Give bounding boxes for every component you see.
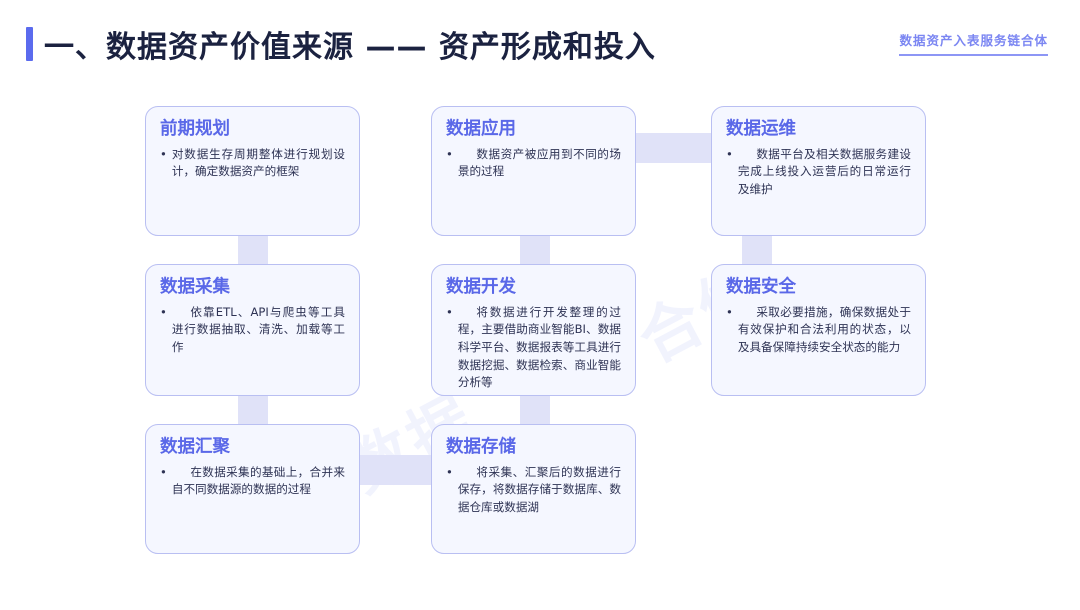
card-data-collection-body: • 依靠ETL、API与爬虫等工具进行数据抽取、清洗、加载等工作: [160, 304, 345, 357]
bullet-icon: •: [726, 304, 733, 319]
brand-tag-label: 数据资产入表服务链合体: [899, 33, 1048, 48]
brand-tag-underline: [899, 54, 1048, 56]
title-accent-bar: [26, 27, 33, 61]
card-data-application[interactable]: 数据应用 • 数据资产被应用到不同的场景的过程: [431, 106, 636, 236]
bullet-icon: •: [726, 146, 733, 161]
card-data-operation-body: • 数据平台及相关数据服务建设完成上线投入运营后的日常运行及维护: [726, 146, 911, 199]
card-data-application-title: 数据应用: [446, 119, 516, 139]
bullet-icon: •: [160, 304, 167, 319]
card-data-storage-body: • 将采集、汇聚后的数据进行保存，将数据存储于数据库、数据仓库或数据湖: [446, 464, 621, 517]
bullet-icon: •: [446, 146, 453, 161]
page-title: 一、数据资产价值来源 —— 资产形成和投入: [44, 30, 656, 65]
card-data-operation-text: 数据平台及相关数据服务建设完成上线投入运营后的日常运行及维护: [737, 146, 911, 197]
bullet-icon: •: [446, 464, 453, 479]
card-data-operation[interactable]: 数据运维 • 数据平台及相关数据服务建设完成上线投入运营后的日常运行及维护: [711, 106, 926, 236]
bullet-icon: •: [160, 146, 167, 161]
card-data-development-body: • 将数据进行开发整理的过程，主要借助商业智能BI、数据科学平台、数据报表等工具…: [446, 304, 621, 392]
card-data-development[interactable]: 数据开发 • 将数据进行开发整理的过程，主要借助商业智能BI、数据科学平台、数据…: [431, 264, 636, 396]
card-pre-planning-title: 前期规划: [160, 119, 230, 139]
card-pre-planning-body: • 对数据生存周期整体进行规划设计，确定数据资产的框架: [160, 146, 345, 181]
card-pre-planning[interactable]: 前期规划 • 对数据生存周期整体进行规划设计，确定数据资产的框架: [145, 106, 360, 236]
card-data-storage-text: 将采集、汇聚后的数据进行保存，将数据存储于数据库、数据仓库或数据湖: [457, 464, 621, 515]
brand-tag: 数据资产入表服务链合体: [899, 30, 1048, 56]
card-data-security-body: • 采取必要措施，确保数据处于有效保护和合法利用的状态，以及具备保障持续安全状态…: [726, 304, 911, 357]
card-data-security-text: 采取必要措施，确保数据处于有效保护和合法利用的状态，以及具备保障持续安全状态的能…: [737, 304, 911, 355]
card-data-development-title: 数据开发: [446, 277, 516, 297]
page-title-row: 一、数据资产价值来源 —— 资产形成和投入: [26, 22, 656, 66]
card-data-collection[interactable]: 数据采集 • 依靠ETL、API与爬虫等工具进行数据抽取、清洗、加载等工作: [145, 264, 360, 396]
card-data-operation-title: 数据运维: [726, 119, 796, 139]
bullet-icon: •: [160, 464, 167, 479]
card-data-storage[interactable]: 数据存储 • 将采集、汇聚后的数据进行保存，将数据存储于数据库、数据仓库或数据湖: [431, 424, 636, 554]
card-data-aggregation-text: 在数据采集的基础上，合并来自不同数据源的数据的过程: [171, 464, 345, 497]
card-data-security[interactable]: 数据安全 • 采取必要措施，确保数据处于有效保护和合法利用的状态，以及具备保障持…: [711, 264, 926, 396]
card-data-collection-text: 依靠ETL、API与爬虫等工具进行数据抽取、清洗、加载等工作: [171, 304, 345, 355]
card-data-storage-title: 数据存储: [446, 437, 516, 457]
bullet-icon: •: [446, 304, 453, 319]
card-data-application-body: • 数据资产被应用到不同的场景的过程: [446, 146, 621, 181]
card-data-development-text: 将数据进行开发整理的过程，主要借助商业智能BI、数据科学平台、数据报表等工具进行…: [457, 304, 621, 390]
card-pre-planning-text: 对数据生存周期整体进行规划设计，确定数据资产的框架: [171, 146, 345, 179]
card-data-aggregation[interactable]: 数据汇聚 • 在数据采集的基础上，合并来自不同数据源的数据的过程: [145, 424, 360, 554]
card-data-application-text: 数据资产被应用到不同的场景的过程: [457, 146, 621, 179]
card-data-aggregation-body: • 在数据采集的基础上，合并来自不同数据源的数据的过程: [160, 464, 345, 499]
card-data-collection-title: 数据采集: [160, 277, 230, 297]
card-data-aggregation-title: 数据汇聚: [160, 437, 230, 457]
slide-header: 一、数据资产价值来源 —— 资产形成和投入 数据资产入表服务链合体: [0, 0, 1080, 92]
card-data-security-title: 数据安全: [726, 277, 796, 297]
